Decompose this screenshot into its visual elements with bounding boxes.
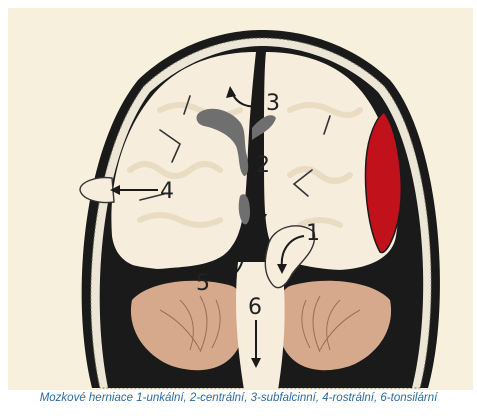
label-1: 1 bbox=[306, 221, 320, 246]
label-6: 6 bbox=[248, 295, 262, 320]
label-3: 3 bbox=[266, 91, 280, 116]
label-5: 5 bbox=[196, 271, 210, 296]
label-2: 2 bbox=[256, 153, 270, 178]
label-4: 4 bbox=[160, 179, 174, 204]
figure-caption: Mozkové herniace 1-unkální, 2-centrální,… bbox=[0, 392, 477, 412]
